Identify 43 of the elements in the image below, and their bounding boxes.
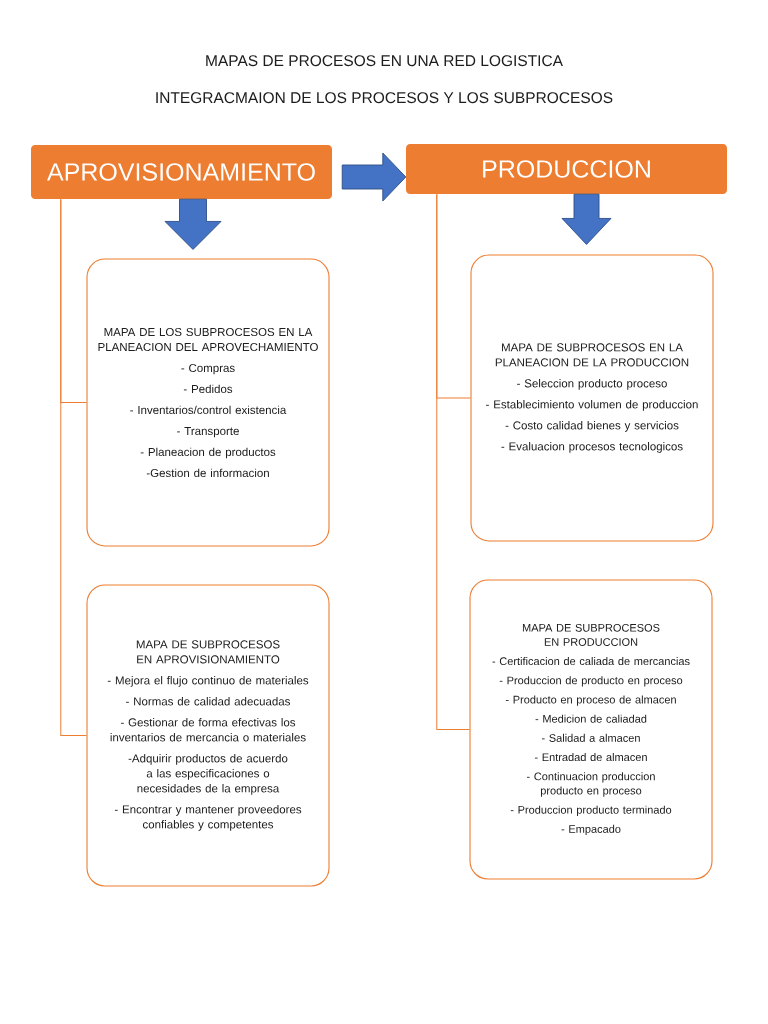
subprocess-box [86,584,330,887]
connector-line [436,193,470,730]
box-heading: MAPA DE SUBPROCESOS EN APROVISIONAMIENTO [136,640,280,664]
list-item: - Normas de calidad adecuadas [126,697,290,706]
list-item: - Certificacion de caliada de mercancias [492,657,690,666]
list-item: - Mejora el flujo continuo de materiales [107,676,309,687]
list-item: - Entradad de almacen [534,753,647,762]
process-box [31,145,332,199]
process-label: PRODUCCION [483,160,650,178]
list-item: - Salidad a almacen [541,733,640,742]
list-item: - Medicion de caliadad [535,714,647,723]
list-item: - Pedidos [183,384,233,394]
box-heading: MAPA DE SUBPROCESOS EN LA PLANEACION DE LA PRODUCCION [495,343,689,367]
list-item: - Evaluacion procesos tecnologicos [501,442,683,453]
list-item: - Continuacion produccion producto en proceso [527,772,655,797]
list-item: -Gestion de informacion [146,468,269,478]
process-label: APROVISIONAMIENTO [47,163,315,181]
block-arrow [341,152,407,202]
subprocess-box [469,579,713,880]
process-box [406,144,727,194]
block-arrow [561,193,612,245]
list-item: - Empacado [561,824,621,836]
list-item: - Costo calidad bienes y servicios [505,421,679,432]
subprocess-box [470,254,714,542]
connector-line [60,198,87,736]
box-heading: MAPA DE LOS SUBPROCESOS EN LA PLANEACION DEL APROVECHAMIENTO [98,327,318,352]
list-item: - Planeacion de productos [140,447,276,459]
list-item: - Compras [181,363,235,375]
box-heading: MAPA DE SUBPROCESOS EN PRODUCCION [522,623,660,646]
subtitle: INTEGRACMAION DE LOS PROCESOS Y LOS SUBPROCESOS [156,92,613,104]
list-item: - Producto en proceso de almacen [505,695,676,706]
list-item: - Seleccion producto proceso [517,379,667,390]
list-item: - Encontrar y mantener proveedores confiables y competentes [114,805,302,831]
title: MAPAS DE PROCESOS EN UNA RED LOGISTICA [206,55,563,67]
list-item: - Inventarios/control existencia [130,405,287,415]
block-arrow [164,198,222,250]
list-item: - Produccion de producto en proceso [499,676,683,687]
list-item: - Transporte [177,427,239,438]
list-item: - Gestionar de forma efectivas los inventarios de mercancia o materiales [110,718,306,742]
subprocess-box [86,258,330,547]
list-item: - Produccion producto terminado [510,805,672,816]
list-item: - Establecimiento volumen de produccion [486,400,698,411]
list-item: -Adquirir productos de acuerdo a las especificaciones o necesidades de la empresa [128,754,288,795]
